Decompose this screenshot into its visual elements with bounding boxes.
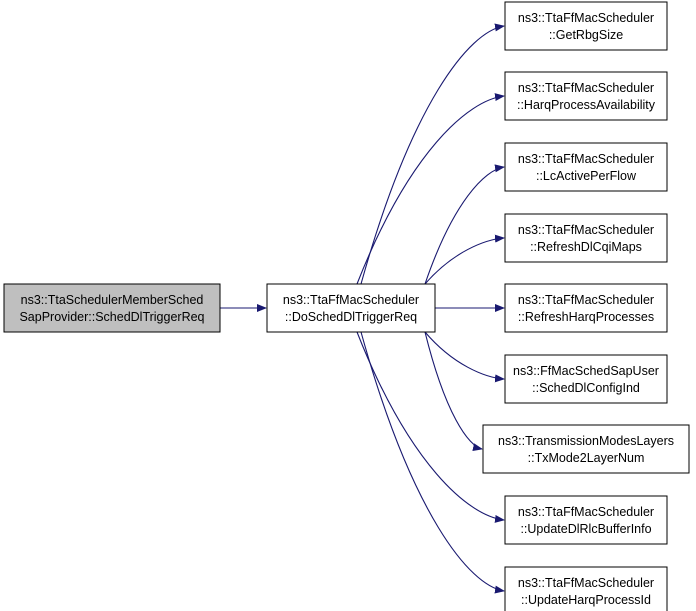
node-box[interactable] — [266, 283, 436, 333]
node-updateharq[interactable]: ns3::TtaFfMacScheduler::UpdateHarqProces… — [504, 566, 668, 611]
node-label-line: ns3::FfMacSchedSapUser — [513, 364, 659, 378]
node-getrbgsize[interactable]: ns3::TtaFfMacScheduler::GetRbgSize — [504, 1, 668, 51]
node-label-line: ::UpdateDlRlcBufferInfo — [520, 522, 651, 536]
node-label-line: ::RefreshDlCqiMaps — [530, 240, 642, 254]
node-txmode[interactable]: ns3::TransmissionModesLayers::TxMode2Lay… — [482, 424, 690, 474]
node-box[interactable] — [504, 1, 668, 51]
node-harqavail[interactable]: ns3::TtaFfMacScheduler::HarqProcessAvail… — [504, 71, 668, 121]
node-caller[interactable]: ns3::TtaSchedulerMemberSchedSapProvider:… — [3, 283, 221, 333]
node-label-line: ns3::TtaFfMacScheduler — [518, 576, 654, 590]
node-box[interactable] — [504, 354, 668, 404]
edge-main-to-lcactive — [424, 164, 505, 285]
node-label-line: ns3::TtaFfMacScheduler — [283, 293, 419, 307]
node-label-line: ns3::TtaSchedulerMemberSched — [21, 293, 204, 307]
node-label-line: ::RefreshHarqProcesses — [518, 310, 654, 324]
node-label-line: ::HarqProcessAvailability — [517, 98, 656, 112]
edge-main-to-getrbgsize — [360, 23, 505, 285]
node-label-line: ns3::TtaFfMacScheduler — [518, 505, 654, 519]
node-label-line: ns3::TtaFfMacScheduler — [518, 152, 654, 166]
node-box[interactable] — [482, 424, 690, 474]
edge-main-to-updateharq — [360, 331, 505, 594]
node-label-line: ::DoSchedDlTriggerReq — [285, 310, 417, 324]
node-box[interactable] — [3, 283, 221, 333]
node-label-line: ns3::TtaFfMacScheduler — [518, 223, 654, 237]
node-label-line: ::LcActivePerFlow — [536, 169, 637, 183]
node-updaterlc[interactable]: ns3::TtaFfMacScheduler::UpdateDlRlcBuffe… — [504, 495, 668, 545]
node-box[interactable] — [504, 142, 668, 192]
nodes-layer: ns3::TtaSchedulerMemberSchedSapProvider:… — [3, 1, 690, 611]
node-box[interactable] — [504, 283, 668, 333]
node-main[interactable]: ns3::TtaFfMacScheduler::DoSchedDlTrigger… — [266, 283, 436, 333]
node-label-line: ::GetRbgSize — [549, 28, 623, 42]
node-box[interactable] — [504, 495, 668, 545]
node-label-line: ::SchedDlConfigInd — [532, 381, 640, 395]
edge-main-to-updaterlc — [356, 331, 505, 523]
node-label-line: SapProvider::SchedDlTriggerReq — [19, 310, 204, 324]
node-label-line: ns3::TtaFfMacScheduler — [518, 293, 654, 307]
node-box[interactable] — [504, 213, 668, 263]
node-label-line: ns3::TtaFfMacScheduler — [518, 11, 654, 25]
node-box[interactable] — [504, 566, 668, 611]
node-label-line: ns3::TransmissionModesLayers — [498, 434, 674, 448]
node-schedconfig[interactable]: ns3::FfMacSchedSapUser::SchedDlConfigInd — [504, 354, 668, 404]
node-refreshharq[interactable]: ns3::TtaFfMacScheduler::RefreshHarqProce… — [504, 283, 668, 333]
node-refreshcqi[interactable]: ns3::TtaFfMacScheduler::RefreshDlCqiMaps — [504, 213, 668, 263]
node-lcactive[interactable]: ns3::TtaFfMacScheduler::LcActivePerFlow — [504, 142, 668, 192]
node-box[interactable] — [504, 71, 668, 121]
edge-main-to-refreshcqi — [424, 234, 505, 285]
node-label-line: ns3::TtaFfMacScheduler — [518, 81, 654, 95]
edge-main-to-harqavail — [356, 93, 505, 285]
node-label-line: ::UpdateHarqProcessId — [521, 593, 651, 607]
edges-layer — [220, 23, 505, 594]
node-label-line: ::TxMode2LayerNum — [528, 451, 645, 465]
edge-main-to-txmode — [424, 331, 483, 452]
edge-main-to-schedconfig — [424, 331, 505, 383]
